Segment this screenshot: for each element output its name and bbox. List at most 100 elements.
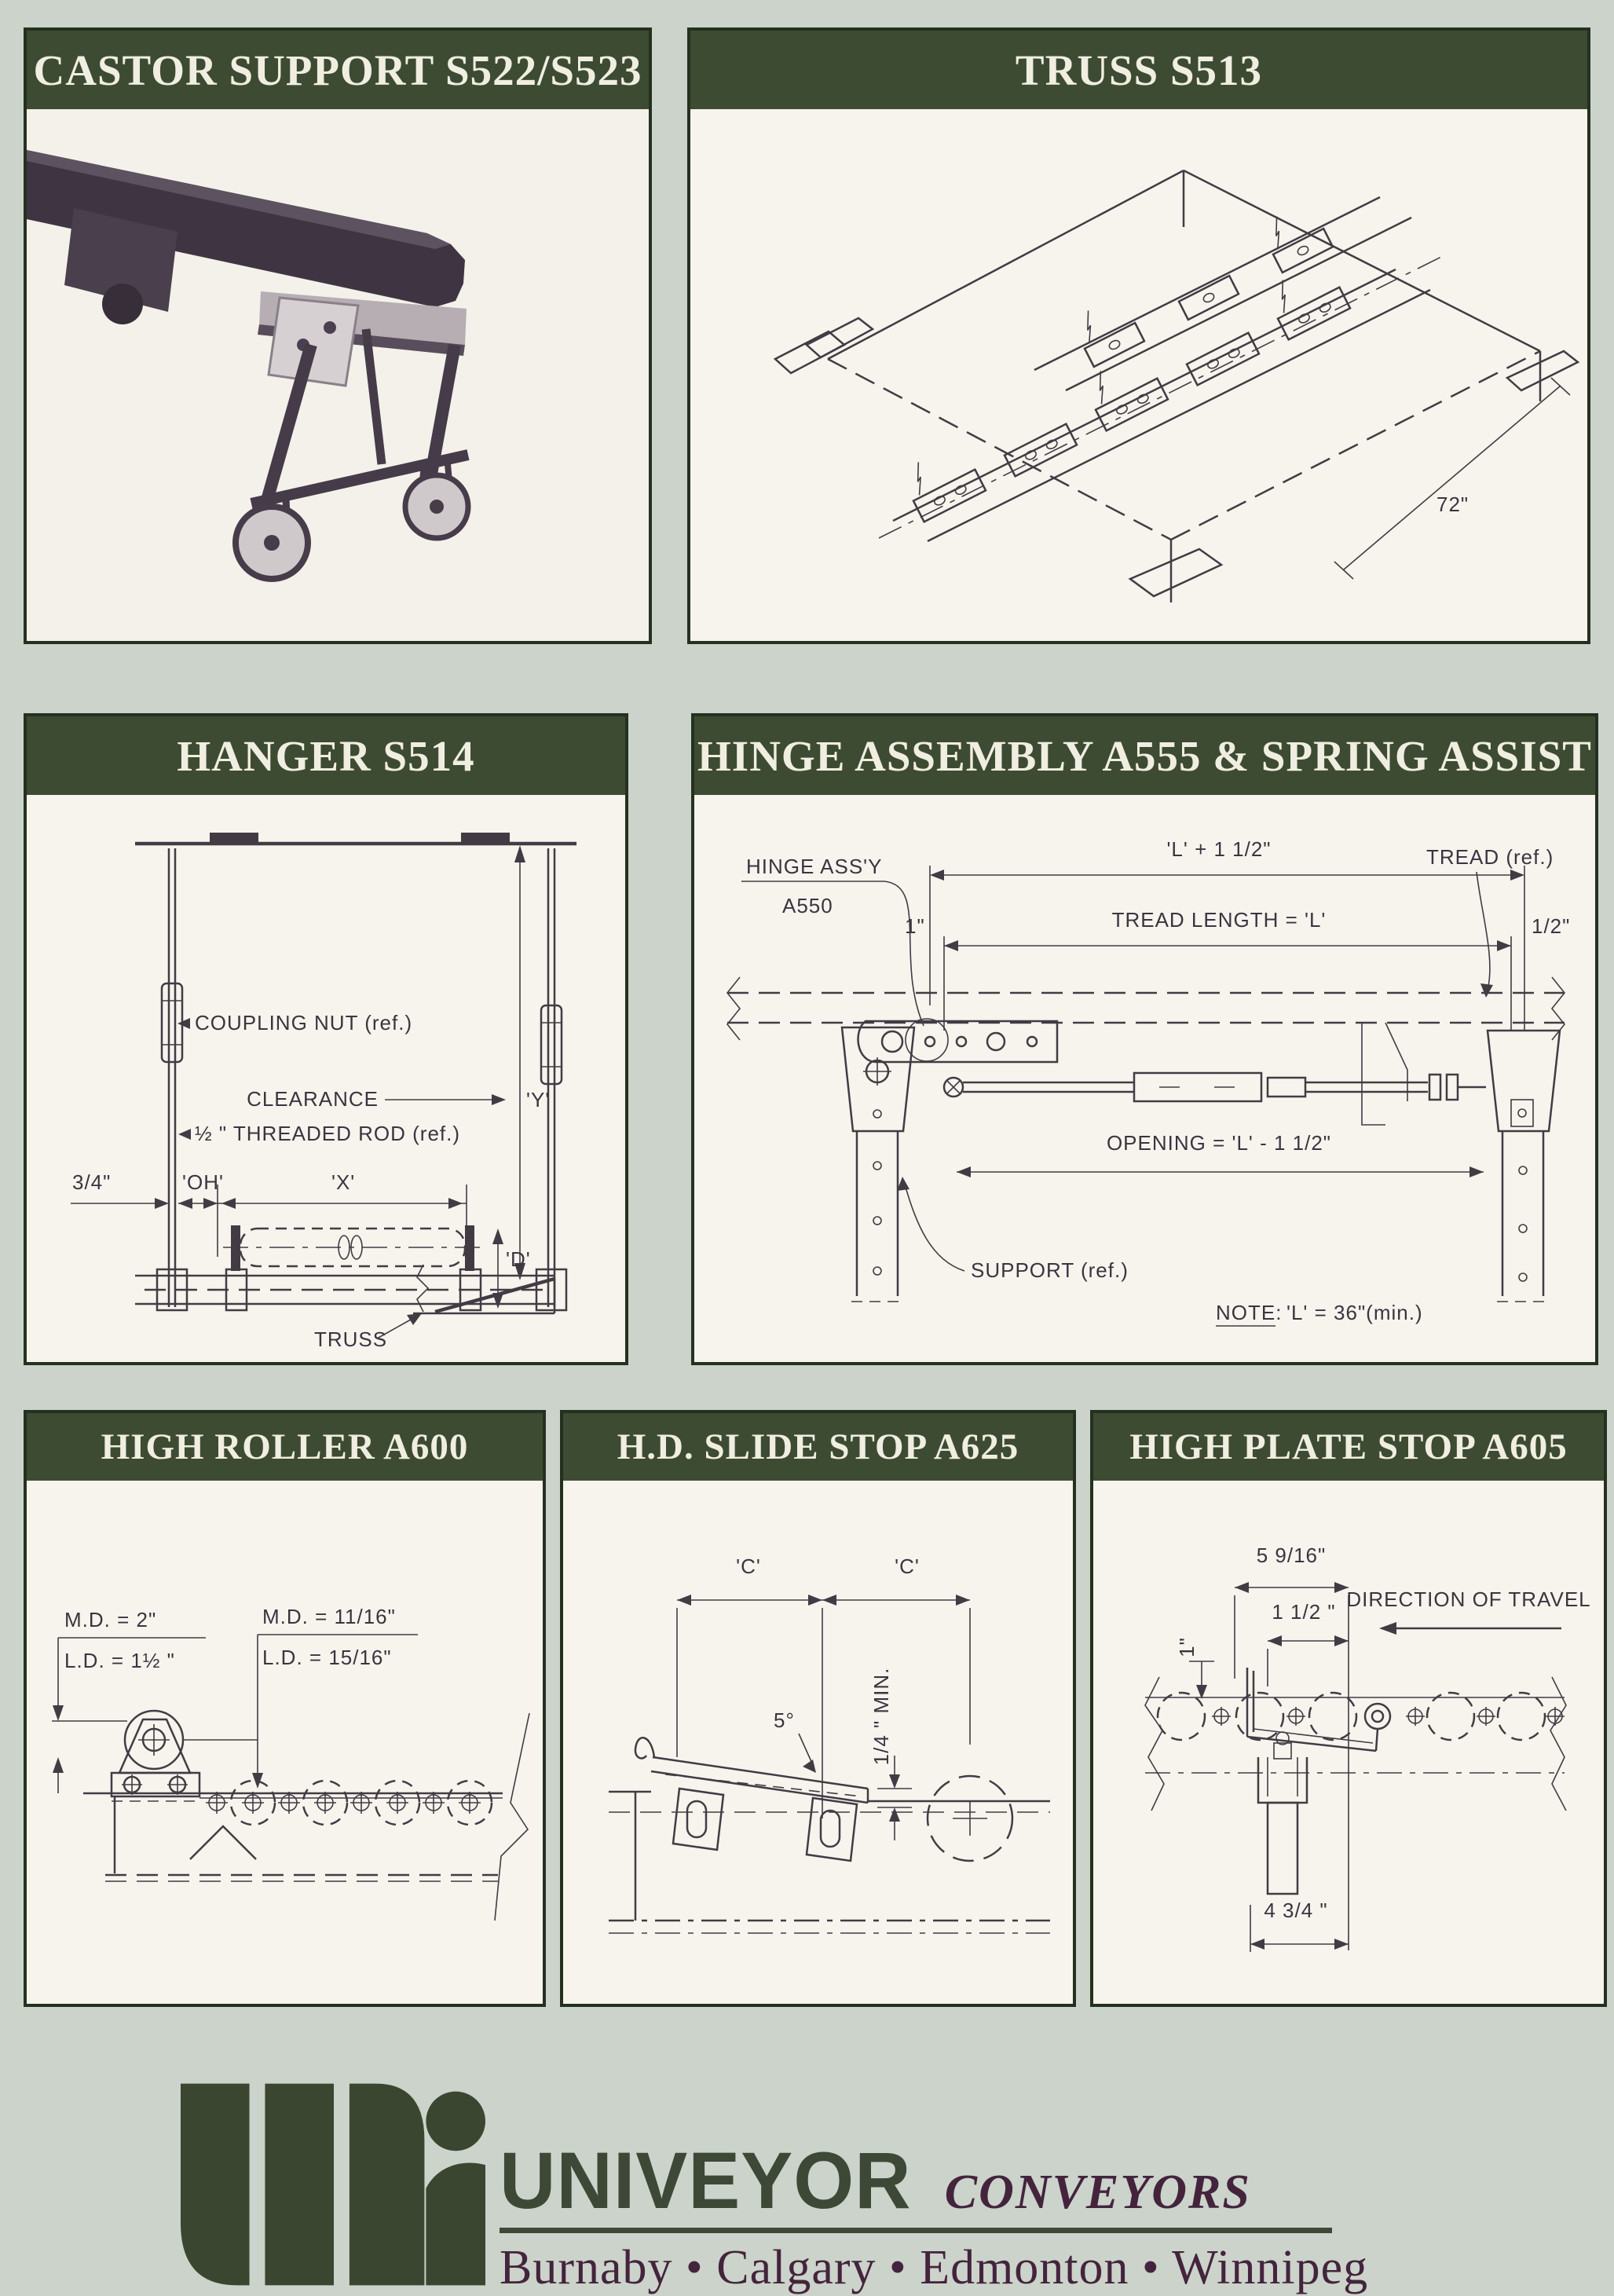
label-oh: 'OH' — [182, 1170, 224, 1194]
label-tread-length: TREAD LENGTH = 'L' — [1112, 908, 1327, 932]
threaded-rods — [160, 848, 563, 1307]
panel-header: HINGE ASSEMBLY A555 & SPRING ASSIST — [694, 716, 1595, 795]
label-tread-ref: TREAD (ref.) — [1426, 845, 1554, 869]
rail-and-chain — [83, 1779, 503, 1826]
label-1-1-2: 1 1/2 " — [1272, 1600, 1335, 1624]
panel-hinge-assembly: HINGE ASSEMBLY A555 & SPRING ASSIST HING… — [691, 713, 1598, 1365]
label-a550: A550 — [782, 894, 833, 917]
truss-drawing: 72" — [773, 169, 1580, 602]
truss-lower-chord — [878, 255, 1445, 543]
label-threaded-rod: ½ " THREADED ROD (ref.) — [195, 1122, 460, 1145]
d-dimension: 'D' — [492, 1229, 531, 1309]
panel-slide-stop: H.D. SLIDE STOP A625 'C' 'C' 5° — [560, 1410, 1076, 2007]
top-dimensions: 5 9/16" 1 1/2 " 1" — [1175, 1543, 1349, 1950]
label-note-text: 'L' = 36"(min.) — [1286, 1301, 1423, 1324]
label-x: 'X' — [331, 1170, 355, 1194]
label-angle: 5° — [774, 1708, 795, 1732]
label-l-plus: 'L' + 1 1/2" — [1166, 837, 1271, 861]
label-ld-left: L.D. = 1½ " — [64, 1649, 175, 1672]
tread-lines — [726, 976, 1566, 1041]
clearance-dimension — [514, 845, 525, 1280]
brand-type: CONVEYORS — [944, 2166, 1251, 2219]
angle-annotation: 5° — [774, 1708, 816, 1773]
label-c-left: 'C' — [736, 1554, 761, 1578]
right-support — [1486, 1029, 1561, 1302]
dim-l-plus: 'L' + 1 1/2" — [929, 837, 1525, 1031]
label-opening: OPENING = 'L' - 1 1/2" — [1107, 1131, 1331, 1155]
mount-bracket — [1145, 1731, 1565, 1895]
panel-header: CASTOR SUPPORT S522/S523 — [27, 31, 649, 109]
panel-castor-support: CASTOR SUPPORT S522/S523 — [24, 27, 652, 644]
panel-body: M.D. = 2" L.D. = 1½ " M.D. = 11/16" L.D.… — [27, 1481, 543, 2004]
panel-body: 5 9/16" 1 1/2 " 1" DIRECTION OF TRAVEL — [1093, 1481, 1604, 2004]
cities-line: Burnaby • Calgary • Edmonton • Winnipeg — [500, 2241, 1369, 2294]
truss-detail: TRUSS — [314, 1264, 556, 1351]
stop-plate — [1246, 1668, 1379, 1752]
hinge-assembly-drawing: HINGE ASS'Y A550 'L' + 1 1/2" TREAD LENG… — [726, 837, 1570, 1327]
panel-title: HIGH PLATE STOP A605 — [1129, 1426, 1568, 1467]
label-support-ref: SUPPORT (ref.) — [971, 1258, 1129, 1282]
panel-body: 'C' 'C' 5° 1/4 " MIN. — [563, 1481, 1073, 2004]
label-direction: DIRECTION OF TRAVEL — [1346, 1587, 1590, 1611]
high-roller-assembly — [110, 1709, 201, 1802]
dim-72-label: 72" — [1436, 493, 1469, 516]
label-ld-right: L.D. = 15/16" — [262, 1646, 392, 1669]
ceiling — [135, 833, 576, 846]
roller — [223, 1225, 484, 1271]
label-md-left: M.D. = 2" — [64, 1608, 156, 1631]
panel-title: HANGER S514 — [177, 731, 475, 780]
label-3-4: 3/4" — [72, 1170, 111, 1194]
panel-body — [27, 109, 649, 641]
tread-callout: TREAD (ref.) — [1426, 845, 1554, 998]
brand-rule — [500, 2228, 1332, 2233]
panel-body: 72" — [690, 109, 1587, 641]
hinge-callout: HINGE ASS'Y A550 — [741, 855, 924, 1027]
roller-row — [1145, 1691, 1565, 1741]
label-c-right: 'C' — [895, 1554, 920, 1578]
panel-title: TRUSS S513 — [1015, 46, 1263, 94]
univeyor-logo-icon — [181, 2083, 485, 2286]
label-half-inch: 1/2" — [1532, 914, 1570, 938]
support-callout: SUPPORT (ref.) — [897, 1177, 1129, 1282]
brand-name: UNIVEYOR — [500, 2136, 912, 2225]
break-lines — [1144, 1676, 1567, 1811]
label-quarter-min: 1/4 " MIN. — [869, 1668, 893, 1766]
label-5-9-16: 5 9/16" — [1257, 1543, 1327, 1567]
left-dimension-labels: M.D. = 2" L.D. = 1½ " — [52, 1608, 206, 1793]
plate-stop-drawing: 5 9/16" 1 1/2 " 1" DIRECTION OF TRAVEL — [1144, 1543, 1590, 1952]
slide-stop-plate — [634, 1737, 869, 1862]
panel-title: HINGE ASSEMBLY A555 & SPRING ASSIST — [697, 731, 1592, 780]
panel-high-roller: HIGH ROLLER A600 M.D. = 2" L.D. = 1½ " M… — [24, 1410, 546, 2007]
panel-header: H.D. SLIDE STOP A625 — [563, 1413, 1073, 1481]
panel-body: HINGE ASS'Y A550 'L' + 1 1/2" TREAD LENG… — [694, 795, 1595, 1362]
brand-row: UNIVEYOR CONVEYORS — [500, 2136, 1251, 2225]
label-d: 'D' — [506, 1247, 531, 1271]
label-one-inch: 1" — [905, 914, 925, 938]
left-support — [840, 1026, 916, 1302]
dimension-72: 72" — [1334, 377, 1571, 580]
footer: UNIVEYOR CONVEYORS Burnaby • Calgary • Ed… — [0, 2074, 1614, 2296]
high-roller-drawing: M.D. = 2" L.D. = 1½ " M.D. = 11/16" L.D.… — [52, 1605, 530, 1921]
dim-opening: OPENING = 'L' - 1 1/2" — [957, 1131, 1484, 1177]
conveyor-frame — [258, 291, 467, 387]
channel-bottom — [105, 1712, 530, 1921]
bottom-channel — [135, 1268, 568, 1312]
label-truss: TRUSS — [314, 1327, 387, 1351]
channel-outline — [773, 169, 1580, 602]
panel-header: HIGH PLATE STOP A605 — [1093, 1413, 1604, 1481]
panel-truss: TRUSS S513 — [687, 27, 1590, 644]
label-clearance: CLEARANCE — [247, 1087, 379, 1111]
panel-hanger: HANGER S514 — [24, 713, 628, 1365]
right-dimension-labels: M.D. = 11/16" L.D. = 15/16" — [182, 1605, 418, 1789]
panel-title: CASTOR SUPPORT S522/S523 — [33, 46, 642, 94]
panel-title: H.D. SLIDE STOP A625 — [617, 1426, 1019, 1467]
direction-of-travel: DIRECTION OF TRAVEL — [1346, 1587, 1590, 1635]
note: NOTE: 'L' = 36"(min.) — [1216, 1301, 1423, 1327]
panel-plate-stop: HIGH PLATE STOP A605 5 9/16" 1 1/2 " 1" — [1090, 1410, 1607, 2007]
label-1: 1" — [1175, 1637, 1199, 1657]
quarter-min-dimension: 1/4 " MIN. — [869, 1668, 912, 1840]
bottom-dimensions: 3/4" 'OH' 'X' — [71, 1170, 467, 1257]
castor-support-photo — [27, 109, 649, 641]
panel-body: COUPLING NUT (ref.) CLEARANCE 'Y' ½ " TH… — [27, 795, 625, 1362]
